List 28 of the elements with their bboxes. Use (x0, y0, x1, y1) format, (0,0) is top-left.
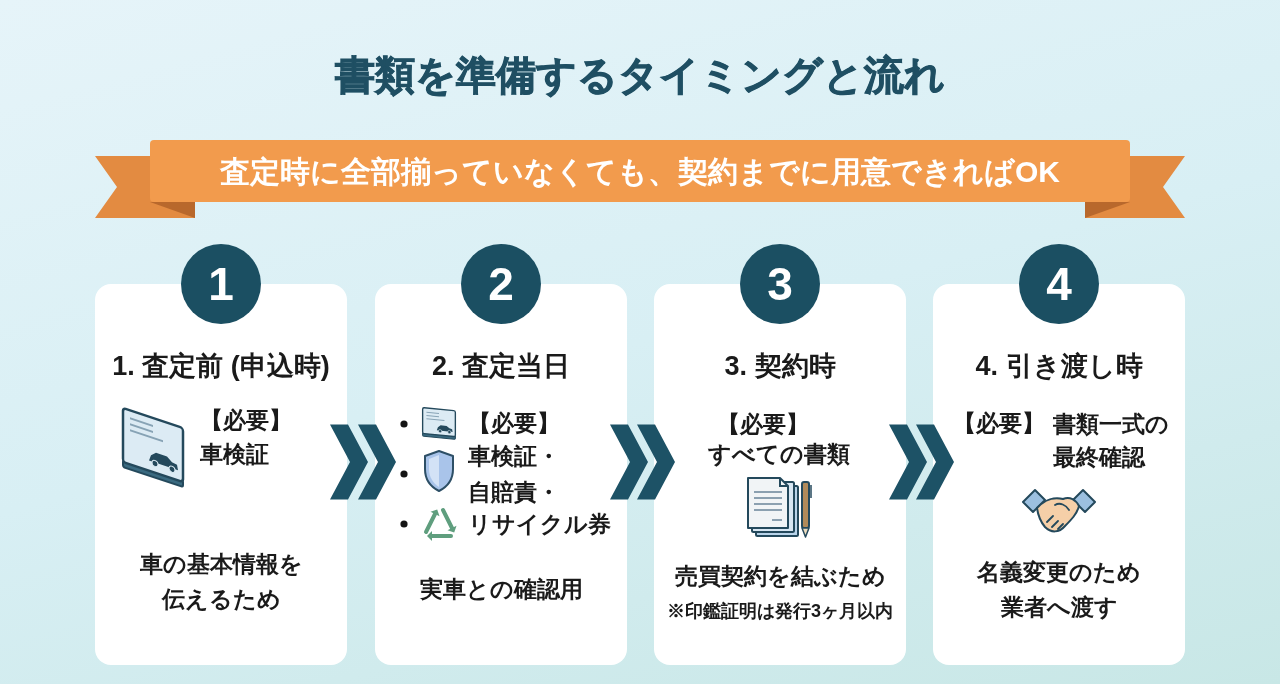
document-name: リサイクル券 (468, 510, 611, 540)
step-number-circle: 4 (1019, 244, 1099, 324)
purpose-text: 車の基本情報を伝えるため (138, 550, 304, 614)
double-chevron-arrow (330, 424, 396, 500)
document-name: 車検証 (200, 440, 269, 470)
step-number-circle: 1 (181, 244, 261, 324)
double-chevron-arrow (610, 424, 675, 500)
step-heading: 4. 引き渡し時 (975, 350, 1143, 384)
step-number-circle: 3 (740, 244, 820, 324)
banner-text: 査定時に全部揃っていなくても、契約までに用意できればOK (220, 153, 1060, 190)
step-heading: 1. 査定前 (申込時) (112, 350, 330, 384)
step-number-circle: 2 (461, 244, 541, 324)
double-chevron-arrow (889, 424, 954, 500)
document-name: 書類一式の最終確認 (1053, 409, 1170, 472)
required-label: 【必要】 (200, 406, 292, 436)
document-name: 車検証・ (468, 442, 560, 472)
required-label: 【必要】 (953, 409, 1045, 439)
purpose-text: 実車との確認用 (419, 575, 583, 605)
title: 書類を準備するタイミングと流れ (335, 52, 945, 99)
purpose-text: 売買契約を結ぶため (674, 562, 886, 592)
note-text: ※印鑑証明は発行3ヶ月以内 (667, 600, 893, 624)
step-heading: 3. 契約時 (724, 350, 836, 384)
purpose-text: 名義変更のため業者へ渡す (976, 557, 1142, 622)
step-heading: 2. 査定当日 (432, 350, 570, 384)
document-name: すべての書類 (708, 440, 850, 470)
document-name: 自賠責・ (468, 478, 560, 508)
required-label: 【必要】 (468, 409, 560, 439)
required-label: 【必要】 (717, 410, 809, 440)
